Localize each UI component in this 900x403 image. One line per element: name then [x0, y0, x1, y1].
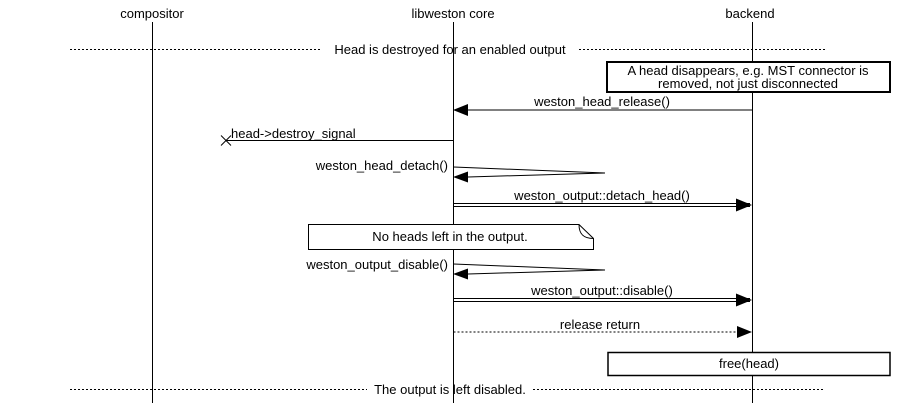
message-label-head-release: weston_head_release(): [534, 94, 670, 109]
action-free-head-label: free(head): [719, 356, 779, 371]
message-label-output-disable: weston_output_disable(): [306, 257, 448, 272]
lost-message-cross: [220, 135, 232, 146]
self-loop-top-output-disable: [453, 263, 606, 271]
arrowhead-right-release-return: [737, 326, 752, 338]
message-label-detach-head: weston_output::detach_head(): [514, 188, 690, 203]
actor-label-backend: backend: [725, 6, 775, 21]
note-head-disappears-line2: removed, not just disconnected: [658, 76, 838, 91]
actor-label-libweston-core: libweston core: [411, 6, 495, 21]
arrowhead-left-head-release: [453, 104, 468, 116]
note-head-disappears-line1: A head disappears, e.g. MST connector is: [627, 63, 869, 78]
note-fold-corner: [578, 224, 594, 239]
divider-bottom-label: The output is left disabled.: [374, 382, 526, 397]
message-label-disable: weston_output::disable(): [531, 283, 673, 298]
message-label-head-detach: weston_head_detach(): [315, 158, 448, 173]
arrowhead-right-detach-head: [736, 198, 752, 212]
self-loop-return-output-disable: [467, 269, 606, 275]
divider-top-label: Head is destroyed for an enabled output: [334, 42, 566, 57]
note-box-head-disappears: [606, 61, 891, 93]
actor-label-compositor: compositor: [120, 6, 184, 21]
arrowhead-left-head-detach: [453, 171, 468, 183]
arrowhead-right-disable: [736, 293, 752, 307]
self-loop-top-head-detach: [453, 166, 606, 174]
note-box-no-heads: [308, 224, 594, 250]
self-loop-return-head-detach: [467, 172, 606, 178]
message-label-destroy-signal: head->destroy_signal: [231, 126, 356, 141]
note-no-heads-label: No heads left in the output.: [372, 229, 528, 244]
message-label-release-return: release return: [559, 317, 641, 332]
action-box-free-head: [607, 351, 891, 377]
arrowhead-left-output-disable: [453, 268, 468, 280]
